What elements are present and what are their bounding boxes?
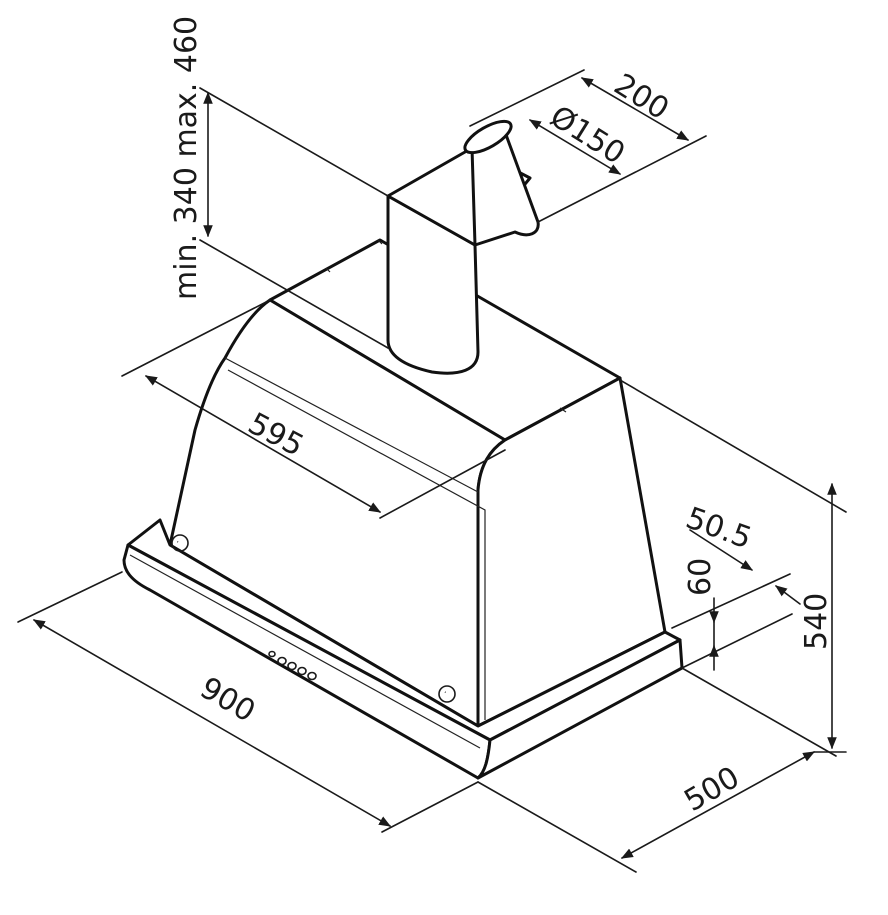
base-side: [476, 638, 684, 780]
label-chimney-height: min. 340 max. 460: [169, 16, 204, 300]
label-base-height: 60: [683, 558, 718, 596]
label-total-depth: 500: [679, 760, 746, 819]
chimney-front: [386, 194, 480, 375]
dim-chimney-height: min. 340 max. 460: [169, 16, 389, 349]
label-duct-diameter: Ø150: [544, 99, 631, 172]
dim-base-height: 60: [671, 558, 793, 671]
label-total-height: 540: [799, 593, 834, 650]
top-rivets: [325, 239, 567, 413]
duct-opening: [463, 119, 513, 155]
label-total-width: 900: [194, 671, 261, 730]
dim-total-height: 540: [619, 379, 847, 753]
label-duct-depth: 200: [608, 67, 675, 127]
chimney: [386, 119, 540, 375]
dim-duct-diameter: Ø150: [528, 99, 631, 175]
rail-bar: [171, 534, 456, 703]
